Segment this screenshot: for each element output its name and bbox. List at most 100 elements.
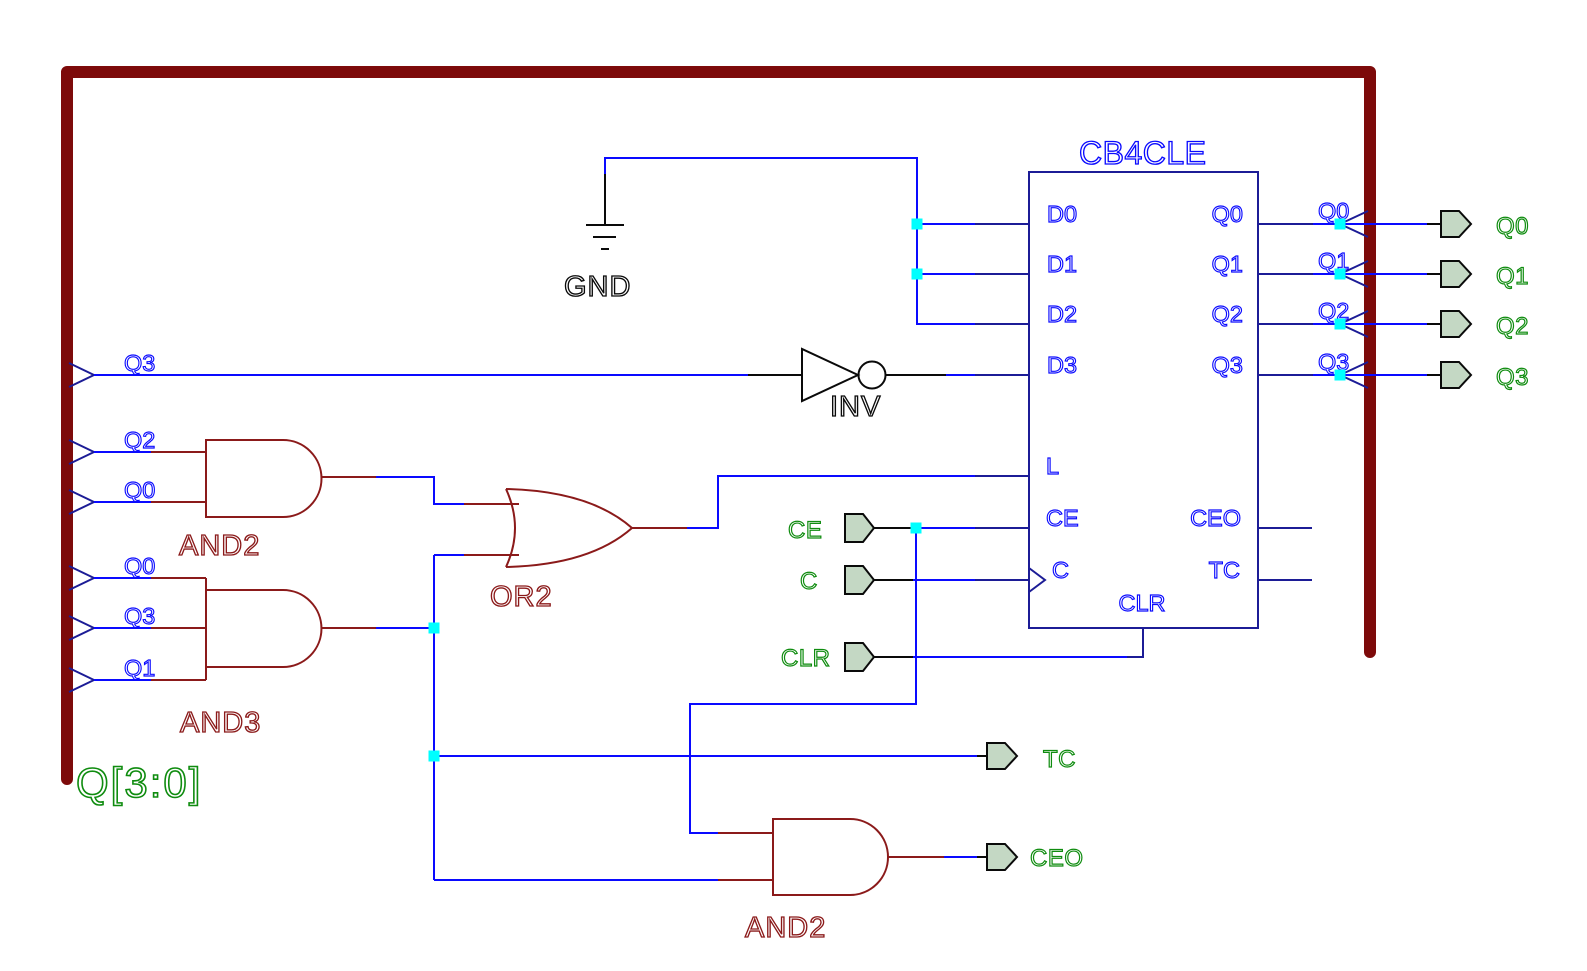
- right-tap-q3: Q3: [1317, 348, 1369, 389]
- bus-tap-left-q2: [68, 439, 95, 465]
- port-q0-marker[interactable]: [1440, 210, 1473, 238]
- port-clr[interactable]: CLR: [780, 642, 913, 673]
- or2-body: [505, 488, 633, 568]
- clock-chevron-icon: [1028, 567, 1047, 593]
- junction-rq2: [1334, 318, 1346, 330]
- port-q3-marker[interactable]: [1440, 361, 1473, 389]
- wire-or2-l[interactable]: [687, 475, 975, 529]
- junction-ce: [910, 522, 922, 534]
- gnd-glyph: [586, 174, 624, 250]
- wire-tc-net[interactable]: [433, 554, 977, 881]
- pin-label-q3: Q3: [1212, 352, 1243, 378]
- port-ce-marker[interactable]: [844, 513, 876, 543]
- wire-and2a-in[interactable]: [94, 451, 151, 503]
- or2-stubs: [464, 503, 687, 556]
- right-tap-q0: Q0: [1317, 197, 1369, 238]
- port-q1[interactable]: Q1: [1427, 260, 1529, 291]
- port-ce[interactable]: CE: [787, 513, 913, 545]
- junction-d0: [911, 218, 923, 230]
- port-q2[interactable]: Q2: [1427, 310, 1529, 341]
- pin-label-q1: Q1: [1212, 251, 1243, 277]
- and2-bottom-label: AND2: [745, 912, 826, 944]
- pin-label-ceo: CEO: [1190, 505, 1241, 531]
- junction-dots: [428, 218, 1346, 762]
- bus-q3-0[interactable]: [61, 66, 1376, 785]
- wire-and3-in[interactable]: [94, 577, 151, 681]
- bus-tap-left-q1: [68, 667, 95, 693]
- port-q1-label: Q1: [1496, 263, 1529, 290]
- or2-gate[interactable]: OR2: [464, 488, 687, 614]
- pin-label-c: C: [1052, 557, 1069, 583]
- cb4cle-pin-stubs-left: [975, 223, 1029, 581]
- junction-and3-out: [428, 622, 440, 634]
- junction-d1: [911, 268, 923, 280]
- gnd-symbol[interactable]: GND: [563, 174, 631, 304]
- port-clr-marker[interactable]: [844, 642, 876, 672]
- and3-gate[interactable]: AND3: [151, 577, 376, 740]
- port-clr-label: CLR: [781, 645, 831, 672]
- and3-label: AND3: [180, 707, 261, 739]
- bus-label: Q[3:0]: [76, 759, 202, 806]
- port-q2-label: Q2: [1496, 313, 1529, 340]
- port-tc[interactable]: TC: [977, 742, 1076, 774]
- cb4cle-symbol[interactable]: CB4CLE D0 D1 D2 D3 L CE C CLR Q0 Q1 Q2 Q…: [975, 134, 1313, 658]
- port-ceo-label: CEO: [1030, 845, 1084, 872]
- and2-top-stubs: [151, 451, 376, 503]
- port-q1-marker[interactable]: [1440, 260, 1473, 288]
- pin-label-clr: CLR: [1118, 590, 1165, 616]
- port-tc-marker[interactable]: [986, 742, 1019, 770]
- gnd-label: GND: [564, 271, 631, 303]
- and2-bottom-body: [772, 818, 889, 896]
- port-q2-marker[interactable]: [1440, 310, 1473, 338]
- pin-label-d0: D0: [1047, 201, 1077, 227]
- junction-rq0: [1334, 218, 1346, 230]
- port-c-label: C: [800, 568, 818, 595]
- and3-body: [205, 589, 323, 668]
- port-c[interactable]: C: [799, 565, 913, 596]
- port-ce-label: CE: [788, 517, 822, 544]
- and3-stubs: [151, 577, 376, 681]
- net-label-q0a: Q0: [124, 477, 155, 503]
- port-q0[interactable]: Q0: [1427, 210, 1529, 241]
- port-ceo-marker[interactable]: [986, 843, 1019, 871]
- port-tc-label: TC: [1043, 746, 1076, 773]
- cb4cle-pin-stubs-right: [1258, 223, 1313, 581]
- and2-top-gate[interactable]: AND2: [151, 439, 376, 563]
- junction-rq1: [1334, 268, 1346, 280]
- bus-tap-left-q0b: [68, 565, 95, 591]
- pin-label-d1: D1: [1047, 251, 1077, 277]
- pin-label-d2: D2: [1047, 301, 1077, 327]
- cb4cle-title: CB4CLE: [1079, 135, 1207, 171]
- port-q3[interactable]: Q3: [1427, 361, 1529, 392]
- port-ceo[interactable]: CEO: [977, 843, 1084, 873]
- wire-and2a-or2[interactable]: [376, 476, 464, 505]
- inv-gate[interactable]: INV: [748, 347, 946, 424]
- net-label-q3: Q3: [124, 350, 155, 376]
- right-tap-q1: Q1: [1317, 247, 1369, 288]
- inv-label: INV: [830, 391, 881, 423]
- port-c-marker[interactable]: [844, 565, 876, 595]
- inv-bubble: [857, 360, 887, 390]
- bus-tap-left-q0a: [68, 489, 95, 515]
- cb4cle-pin-stub-clr: [1127, 628, 1144, 658]
- junction-tc: [428, 750, 440, 762]
- and2-bottom-gate[interactable]: AND2: [718, 818, 944, 945]
- net-label-q0b: Q0: [124, 553, 155, 579]
- net-label-q1: Q1: [124, 655, 155, 681]
- junction-rq3: [1334, 369, 1346, 381]
- wire-gnd[interactable]: [604, 157, 975, 325]
- pin-label-ce: CE: [1046, 505, 1079, 531]
- bus-tap-left-q3b: [68, 615, 95, 641]
- port-q0-label: Q0: [1496, 213, 1529, 240]
- pin-label-l: L: [1046, 453, 1059, 479]
- pin-label-d3: D3: [1047, 352, 1077, 378]
- wire-ce[interactable]: [689, 527, 975, 834]
- and2-top-body: [205, 439, 323, 518]
- net-label-q2: Q2: [124, 427, 155, 453]
- pin-label-q2: Q2: [1212, 301, 1243, 327]
- wires[interactable]: [94, 157, 1427, 881]
- bus-tap-left-q3: [68, 362, 95, 388]
- inv-triangle: [801, 347, 861, 403]
- pin-label-tc: TC: [1209, 557, 1240, 583]
